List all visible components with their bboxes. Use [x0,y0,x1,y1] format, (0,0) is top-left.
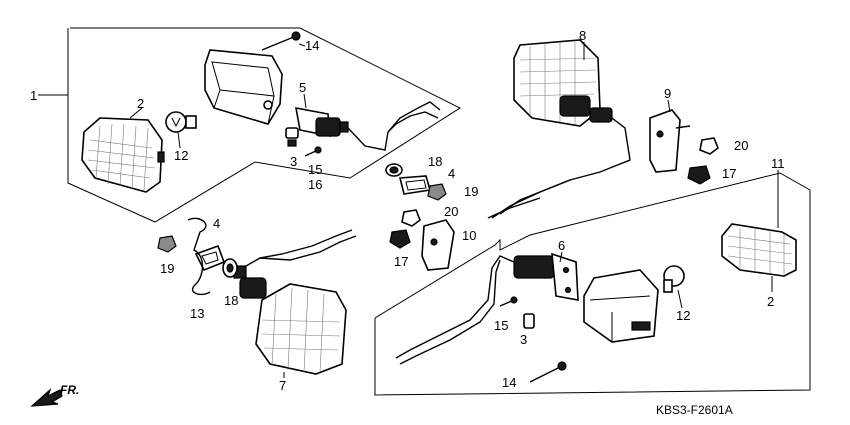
callout-1: 1 [30,88,37,103]
nut-middle-20 [401,209,421,227]
callout-4b: 4 [213,216,220,231]
callout-6: 6 [558,238,565,253]
grommet-lower-left [222,258,238,278]
diagram-code: KBS3-F2601A [656,403,733,417]
callout-5: 5 [299,80,306,95]
housing-lower-right [583,269,659,343]
leader-12b [677,289,683,309]
lens-left-part [81,117,165,193]
socket-bracket-upper [295,106,349,137]
wire-lower-right [395,255,515,359]
spacer-lower [523,313,535,329]
front-indicator-label: FR. [60,383,79,397]
screw-lower [529,361,567,383]
leader-2a [129,107,143,119]
callout-20b: 20 [734,138,748,153]
cap-nut-upper-right [687,165,711,185]
screw-small-lower [499,296,518,307]
callout-9: 9 [664,86,671,101]
callout-14b: 14 [502,375,516,390]
callout-19b: 19 [160,261,174,276]
screw-small-upper [304,146,322,157]
callout-12b: 12 [676,308,690,323]
gasket-middle [398,175,432,195]
leader-14a [298,43,306,47]
callout-13: 13 [190,306,204,321]
callout-16: 16 [308,177,322,192]
front-direction-icon [30,388,63,407]
nut-upper-right [699,137,719,155]
cap-nut-middle [389,229,411,249]
mount-bracket-middle [421,219,455,271]
callout-3a: 3 [290,154,297,169]
signal-body-upper-right [513,39,613,127]
leader-12a [177,131,181,149]
bulb-left-part [165,111,197,133]
callout-20a: 20 [444,204,458,219]
callout-14a: 14 [305,38,319,53]
mount-bracket-upper [649,109,691,173]
signal-body-lower-left [233,265,347,375]
callout-8: 8 [579,28,586,43]
assembly-frame-upper-left [67,27,462,223]
housing-upper-left [204,49,283,125]
wire-upper-left [347,101,441,151]
callout-10: 10 [462,228,476,243]
bulb-right-part [663,265,685,293]
spacer-upper [285,127,299,147]
screw-upper [261,31,301,51]
leader-6 [559,251,563,263]
callout-2a: 2 [137,96,144,111]
leader-9 [667,99,671,113]
callout-15b: 15 [494,318,508,333]
lens-right-part [721,223,797,277]
assembly-frame-lower-right [374,172,811,396]
wire-lower-left [245,235,357,267]
callout-15a: 15 [308,162,322,177]
wire-upper-right [499,117,631,215]
clip-lower-left [187,217,211,296]
wire-middle [487,197,541,219]
leader-5 [303,93,307,109]
callout-7: 7 [279,378,286,393]
nut-lower-left [157,235,177,253]
grommet-middle [385,163,403,177]
callout-4a: 4 [448,166,455,181]
callout-12a: 12 [174,148,188,163]
callout-19a: 19 [464,184,478,199]
callout-3b: 3 [520,332,527,347]
callout-17b: 17 [722,166,736,181]
nut-middle-19 [427,183,447,201]
callout-18a: 18 [428,154,442,169]
callout-2b: 2 [767,294,774,309]
callout-18b: 18 [224,293,238,308]
callout-11: 11 [771,156,785,171]
socket-bracket-lower [513,252,579,301]
callout-17a: 17 [394,254,408,269]
gasket-lower-left [194,244,226,272]
